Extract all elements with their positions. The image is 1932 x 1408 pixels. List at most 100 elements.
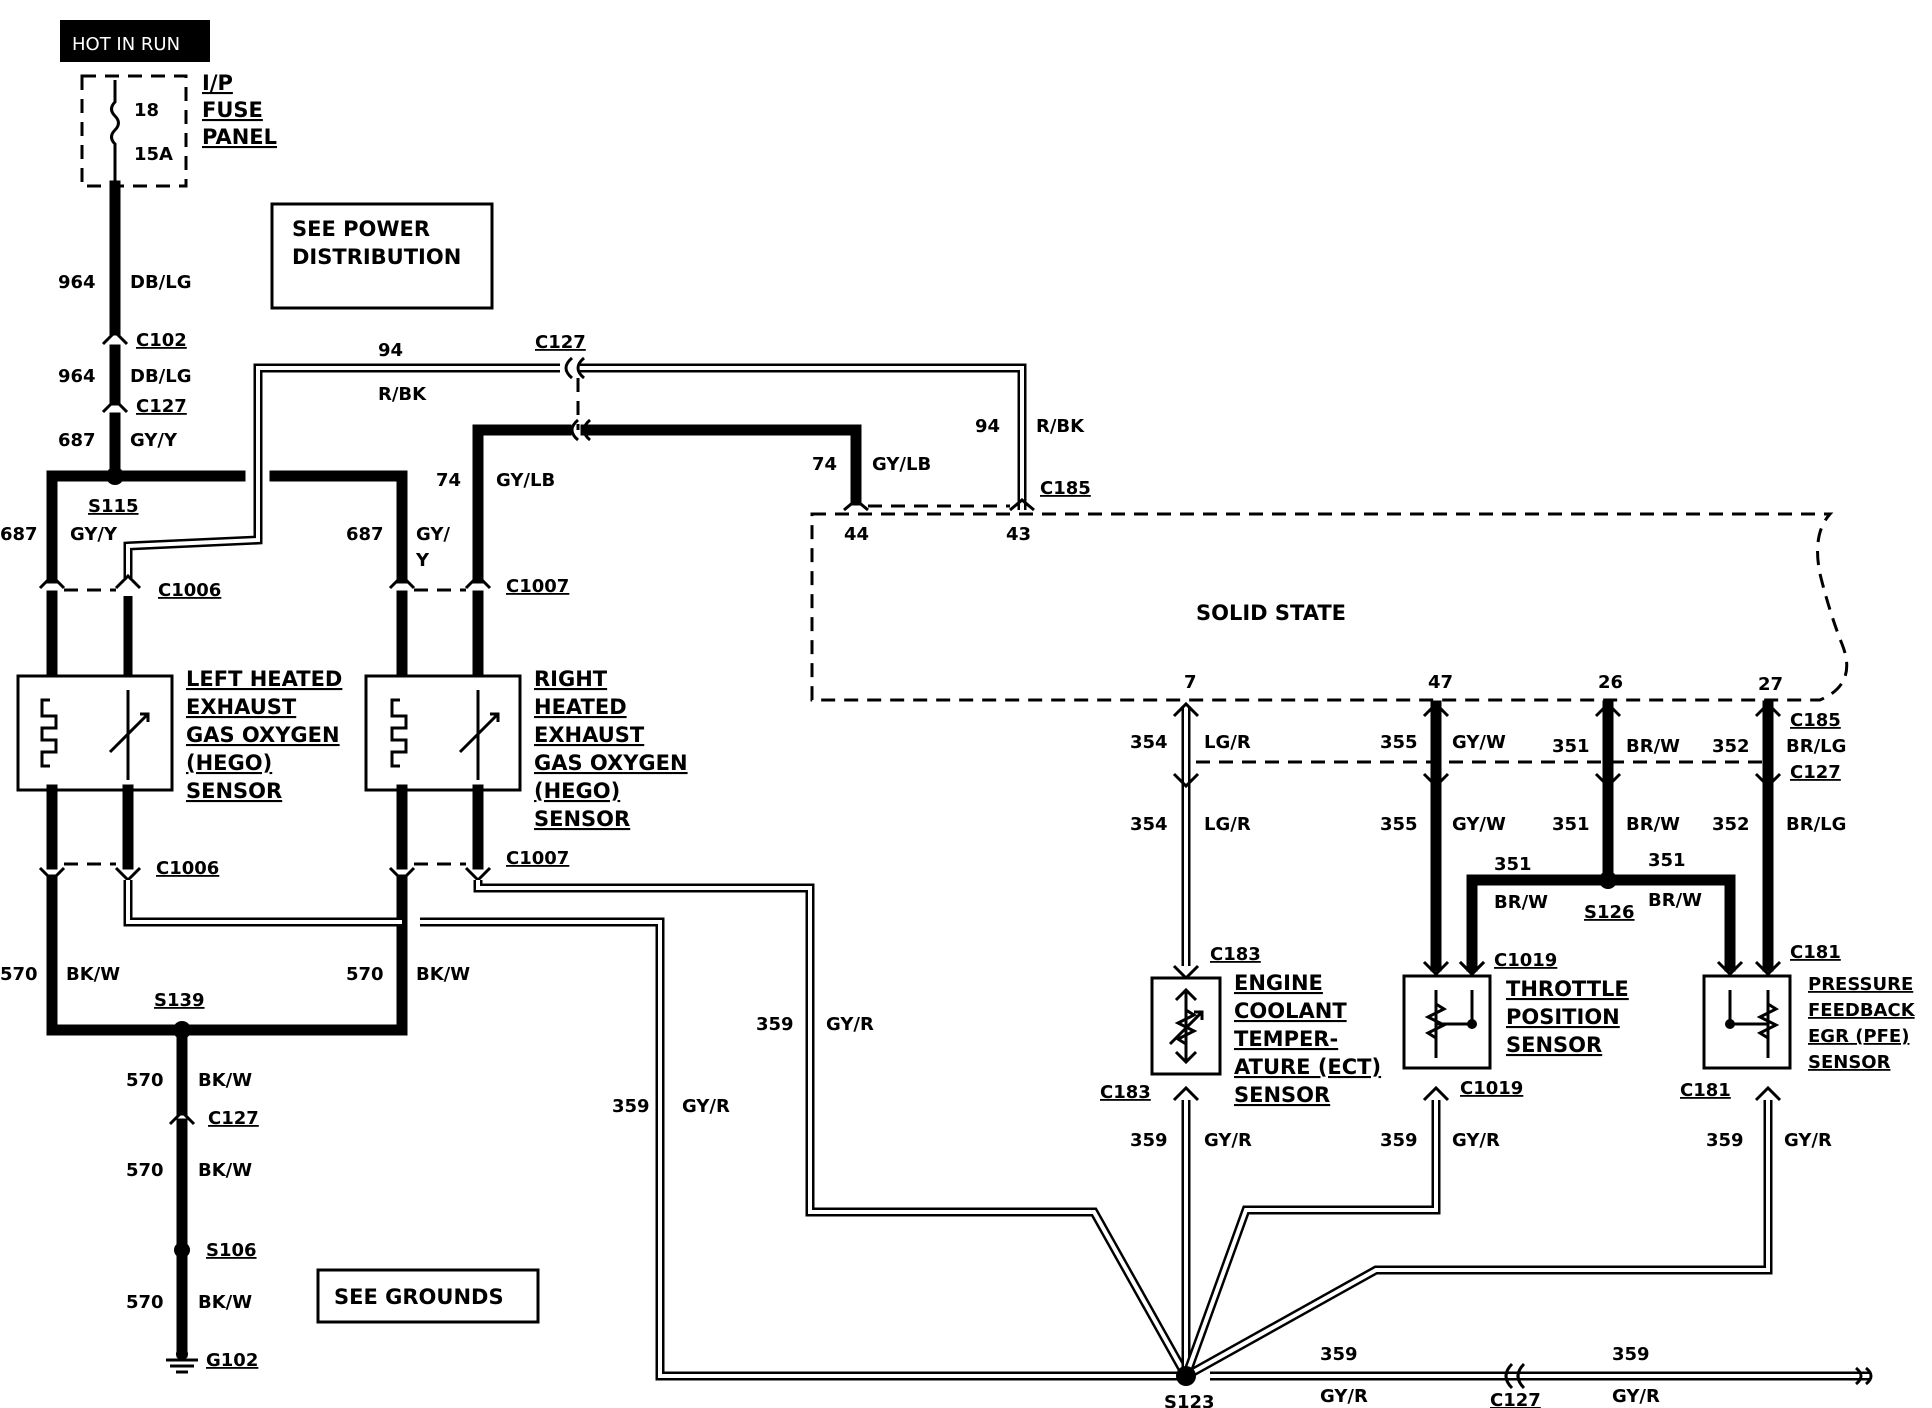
wire-352-number: 352 bbox=[1712, 736, 1750, 757]
see-power-box[interactable] bbox=[270, 202, 494, 310]
c1007-top-label: C1007 bbox=[506, 576, 569, 597]
c1019-bot-symbol bbox=[1422, 1085, 1450, 1102]
splice-s126-dot bbox=[1599, 871, 1617, 889]
pin-27-label: 27 bbox=[1758, 674, 1783, 695]
wire-352b-number: 352 bbox=[1712, 814, 1750, 835]
c1007-bot-label: C1007 bbox=[506, 848, 569, 869]
wire-570-left-color: BK/W bbox=[66, 964, 120, 985]
wire-355b-number: 355 bbox=[1380, 814, 1418, 835]
c181-bot-symbol bbox=[1754, 1085, 1782, 1102]
see-grounds-box[interactable] bbox=[316, 1268, 540, 1324]
ect-thermistor-zigzag bbox=[1174, 1008, 1198, 1046]
connector-c127-ground-symbol bbox=[168, 1109, 196, 1126]
c1006-bot-label: C1006 bbox=[156, 858, 219, 879]
wire-964-number: 964 bbox=[58, 272, 96, 293]
wire-352b-color: BR/LG bbox=[1786, 814, 1846, 835]
ect-label-5: SENSOR bbox=[1234, 1083, 1330, 1107]
wire-570-right-color: BK/W bbox=[416, 964, 470, 985]
wire-74r-color: GY/LB bbox=[872, 454, 931, 475]
tps-sensor-box[interactable] bbox=[1402, 974, 1492, 1070]
left-hego-sensor-box[interactable] bbox=[16, 674, 174, 792]
wire-359-bl-number: 359 bbox=[612, 1096, 650, 1117]
wire-355b-color: GY/W bbox=[1452, 814, 1506, 835]
left-hego-label-4: (HEGO) bbox=[186, 751, 272, 775]
wire-354-color: LG/R bbox=[1204, 732, 1251, 753]
c183-bot-label: C183 bbox=[1100, 1082, 1151, 1103]
wire-355-number: 355 bbox=[1380, 732, 1418, 753]
see-power-label-2[interactable]: DISTRIBUTION bbox=[292, 245, 461, 269]
left-hego-label-3: GAS OXYGEN bbox=[186, 723, 340, 747]
wire-94r-color: R/BK bbox=[1036, 416, 1085, 437]
wire-570-b-number: 570 bbox=[126, 1160, 164, 1181]
pin-7-label: 7 bbox=[1184, 672, 1197, 693]
right-hego-sensor-box[interactable] bbox=[364, 674, 522, 792]
fuse-panel-label-2: FUSE bbox=[202, 98, 263, 122]
right-hego-label-2: HEATED bbox=[534, 695, 627, 719]
connector-c127-mid-label: C127 bbox=[535, 332, 586, 353]
ect-label-3: TEMPER- bbox=[1234, 1027, 1338, 1051]
wire-359-pfe-number: 359 bbox=[1706, 1130, 1744, 1151]
wire-359-b2-color: GY/R bbox=[1612, 1386, 1660, 1407]
wire-74-color: GY/LB bbox=[496, 470, 555, 491]
wire-351d-number: 351 bbox=[1648, 850, 1686, 871]
hot-in-run-box bbox=[60, 20, 210, 62]
c1007-top-symbol bbox=[388, 573, 492, 590]
wire-351-color: BR/W bbox=[1626, 736, 1680, 757]
see-power-label-1[interactable]: SEE POWER bbox=[292, 217, 430, 241]
pin-43-label: 43 bbox=[1006, 524, 1031, 545]
c1019-top-symbol bbox=[1458, 960, 1486, 977]
pfe-sensor-box[interactable] bbox=[1702, 974, 1792, 1070]
wire-570-left-number: 570 bbox=[0, 964, 38, 985]
pin-26-label: 26 bbox=[1598, 672, 1623, 693]
splice-s106-dot bbox=[174, 1242, 190, 1258]
right-hego-label-4: GAS OXYGEN bbox=[534, 751, 688, 775]
solid-state-module-outline bbox=[810, 512, 1849, 702]
wire-359-tps-color: GY/R bbox=[1452, 1130, 1500, 1151]
solid-state-module-label: SOLID STATE bbox=[1196, 601, 1346, 625]
wire-74-number: 74 bbox=[436, 470, 461, 491]
wire-964b-number: 964 bbox=[58, 366, 96, 387]
wire-359-network[interactable] bbox=[123, 880, 1870, 1381]
tps-label-3: SENSOR bbox=[1506, 1033, 1602, 1057]
wire-354b-color: LG/R bbox=[1204, 814, 1251, 835]
wire-687-left-color: GY/Y bbox=[70, 524, 118, 545]
wire-964-color: DB/LG bbox=[130, 272, 191, 293]
c1019-top-label: C1019 bbox=[1494, 950, 1557, 971]
wire-359-ect-number: 359 bbox=[1130, 1130, 1168, 1151]
left-hego-sensor-icon bbox=[108, 690, 150, 780]
wire-570-b-color: BK/W bbox=[198, 1160, 252, 1181]
ground-g102-icon bbox=[166, 1358, 198, 1374]
fuse-panel-outline bbox=[80, 74, 188, 188]
connector-c127-row-label: C127 bbox=[1790, 762, 1841, 783]
wire-359-ml-color: GY/R bbox=[826, 1014, 874, 1035]
connector-c185-bottom-label: C185 bbox=[1790, 710, 1841, 731]
wire-570-a-number: 570 bbox=[126, 1070, 164, 1091]
pin-47-label: 47 bbox=[1428, 672, 1453, 693]
c1006-top-label: C1006 bbox=[158, 580, 221, 601]
connector-c127-bottom-symbol bbox=[1504, 1362, 1526, 1390]
hot-in-run-label: HOT IN RUN bbox=[72, 34, 180, 55]
wire-570-right-number: 570 bbox=[346, 964, 384, 985]
see-grounds-label[interactable]: SEE GROUNDS bbox=[334, 1285, 504, 1309]
wire-351b-color: BR/W bbox=[1626, 814, 1680, 835]
left-hego-label-2: EXHAUST bbox=[186, 695, 297, 719]
wire-351d-color: BR/W bbox=[1648, 890, 1702, 911]
wire-94-color: R/BK bbox=[378, 384, 427, 405]
wire-570-a-color: BK/W bbox=[198, 1070, 252, 1091]
splice-s123-label: S123 bbox=[1164, 1392, 1215, 1408]
right-hego-sensor-icon bbox=[458, 690, 500, 780]
right-hego-label-5: (HEGO) bbox=[534, 779, 620, 803]
wire-570-loop[interactable] bbox=[46, 874, 408, 1036]
wire-359-bl-color: GY/R bbox=[682, 1096, 730, 1117]
splice-s106-label: S106 bbox=[206, 1240, 257, 1261]
splice-s139-label: S139 bbox=[154, 990, 205, 1011]
bus-687-right[interactable] bbox=[269, 470, 408, 584]
wire-351-branches[interactable] bbox=[1466, 874, 1736, 972]
wire-352-connector bbox=[1754, 701, 1782, 977]
connector-c127-top-symbol bbox=[101, 397, 129, 414]
wire-74[interactable] bbox=[472, 424, 862, 584]
connector-c127-74-symbol bbox=[570, 418, 592, 442]
connector-c102-label: C102 bbox=[136, 330, 187, 351]
wire-354b-number: 354 bbox=[1130, 814, 1168, 835]
